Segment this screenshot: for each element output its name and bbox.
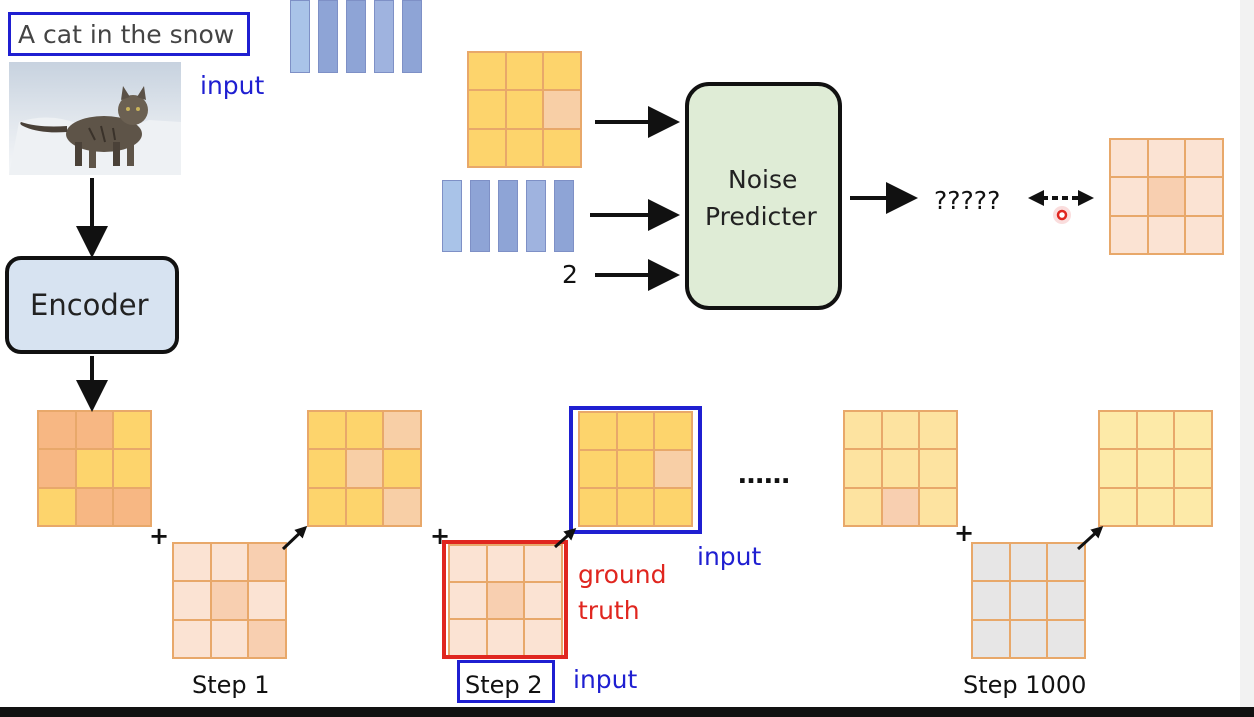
input-label-bottom: input	[573, 665, 638, 694]
noise-predicter-line2: Predicter	[705, 202, 817, 231]
caption-text: A cat in the snow	[18, 20, 235, 49]
bottom-black-bar	[0, 707, 1254, 717]
cat-photo	[9, 62, 181, 175]
embedding-bar	[346, 0, 366, 73]
laser-pointer-icon	[1053, 206, 1071, 224]
ground-truth-highlight	[442, 540, 568, 659]
ground-truth-label-line2: truth	[578, 596, 640, 625]
latent-clean	[37, 410, 152, 527]
embedding-bar	[318, 0, 338, 73]
input-label-top: input	[200, 71, 265, 100]
embedding-bar	[374, 0, 394, 73]
embedding-bar	[526, 180, 546, 252]
plus-sign: +	[149, 522, 170, 550]
input-label-mid: input	[697, 542, 762, 571]
noisy-step2-highlight	[569, 406, 702, 534]
text-embedding-top	[290, 0, 422, 73]
noisy-step1000	[1098, 410, 1213, 527]
encoder-label: Encoder	[30, 288, 149, 322]
embedding-bar	[290, 0, 310, 73]
text-embedding-mid	[442, 180, 574, 252]
noisy-image-step2	[467, 51, 582, 168]
ground-truth-label-line1: ground	[578, 560, 667, 589]
noise-predicter-box	[685, 82, 842, 310]
step2-label-box	[457, 660, 555, 703]
step2-label: Step 2	[465, 671, 543, 699]
step-number-label: 2	[562, 260, 578, 289]
predicted-noise-question: ?????	[934, 186, 1001, 215]
plus-sign: +	[954, 519, 975, 547]
ellipsis-label: ……	[738, 460, 790, 490]
step1-label: Step 1	[192, 671, 270, 699]
noise-target-grid	[1109, 138, 1224, 255]
noise-step2-ground-truth	[448, 544, 563, 657]
caption-box	[8, 12, 250, 56]
noisy-step1	[307, 410, 422, 527]
embedding-bar	[498, 180, 518, 252]
right-edge-strip	[1240, 0, 1254, 707]
embedding-bar	[442, 180, 462, 252]
noise-predicter-line1: Noise	[728, 165, 798, 194]
noise-step1000	[971, 542, 1086, 659]
step1000-label: Step 1000	[963, 671, 1087, 699]
embedding-bar	[554, 180, 574, 252]
embedding-bar	[470, 180, 490, 252]
embedding-bar	[402, 0, 422, 73]
noisy-step999	[843, 410, 958, 527]
noise-step1	[172, 542, 287, 659]
encoder-box	[5, 256, 179, 354]
noisy-step2	[578, 411, 693, 527]
